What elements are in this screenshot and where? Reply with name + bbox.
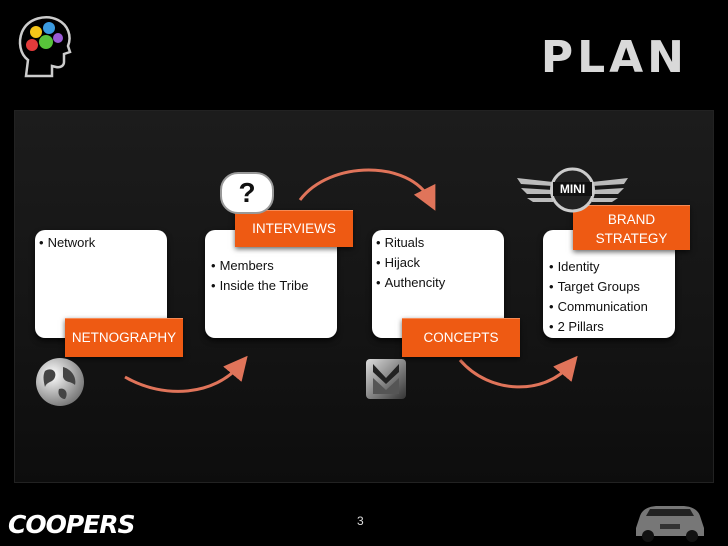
- step-box-interviews: Members Inside the Tribe: [205, 230, 337, 338]
- question-mark: ?: [238, 177, 256, 208]
- title-bar: [0, 0, 728, 100]
- step-box-concepts: Rituals Hijack Authencity: [372, 230, 504, 338]
- page-number: 3: [357, 514, 364, 528]
- slide-title: PLAN: [540, 32, 688, 83]
- bullet-item: Identity: [549, 257, 648, 277]
- arrow-2: [298, 168, 436, 211]
- label-netnography: NETNOGRAPHY: [65, 318, 183, 357]
- question-bubble-icon: ?: [220, 172, 274, 214]
- car-icon: [636, 506, 704, 542]
- label-interviews: INTERVIEWS: [235, 210, 353, 247]
- mini-logo-icon: [517, 167, 628, 213]
- arrow-3: [458, 355, 578, 389]
- arrow-1: [124, 355, 248, 393]
- bullet-item: Network: [39, 233, 96, 253]
- globe-icon: [36, 358, 84, 406]
- bullet-item: Authencity: [376, 273, 446, 293]
- mini-logo-text: MINI: [559, 182, 586, 196]
- bullet-item: Target Groups: [549, 277, 648, 297]
- bullet-item: Members: [211, 256, 308, 276]
- metal-cube-icon: [366, 359, 406, 399]
- bullet-item: Hijack: [376, 253, 445, 273]
- bullet-item: Inside the Tribe: [211, 276, 309, 296]
- bullet-item: Rituals: [376, 233, 445, 253]
- bullet-item: Communication: [549, 297, 648, 317]
- label-line-2: STRATEGY: [595, 231, 668, 246]
- label-line-1: BRAND: [607, 212, 656, 227]
- head-gears-icon: [18, 16, 72, 78]
- bullet-item: 2 Pillars: [549, 317, 648, 337]
- label-concepts: CONCEPTS: [402, 318, 520, 357]
- footer-logo: COOPERS: [8, 510, 136, 539]
- label-brand-strategy: BRAND STRATEGY: [573, 205, 690, 250]
